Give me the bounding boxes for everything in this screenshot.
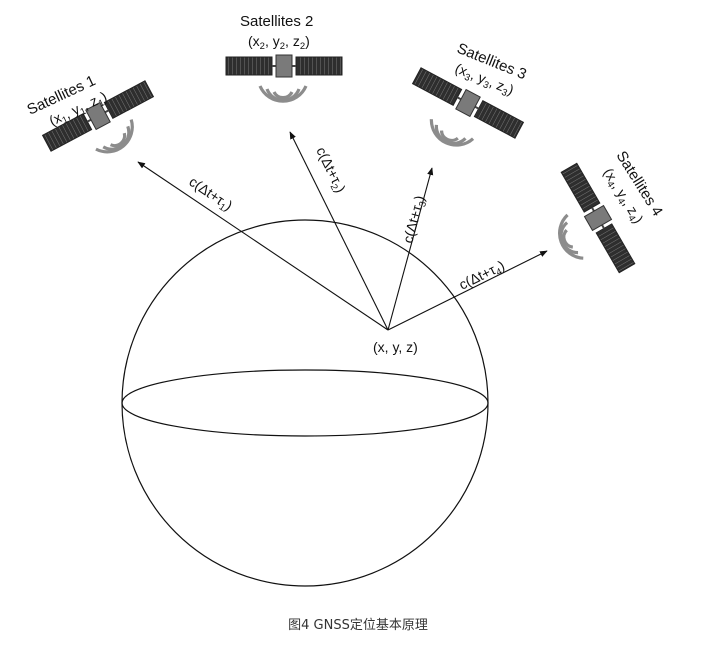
satellite-3-coord: (x3, y3, z3): [452, 60, 516, 101]
satellite-2-coord: (x2, y2, z2): [248, 33, 310, 52]
signal-waves-icon: [258, 84, 308, 103]
signal-line-3: [387, 167, 434, 331]
sphere-outline: [121, 219, 489, 587]
satellite-4: [551, 161, 638, 275]
signal-line-1: [137, 161, 389, 331]
satellite-2-name: Satellites 2: [240, 13, 313, 30]
range-label-1: c(Δt+τ1): [185, 173, 236, 216]
signal-lines: [137, 131, 548, 331]
satellite-2-icon: [225, 54, 343, 78]
range-label-4: c(Δt+τ4): [456, 257, 508, 295]
equator-ellipse: [121, 369, 489, 437]
earth-sphere: [121, 219, 489, 587]
receiver-label: (x, y, z): [373, 339, 418, 355]
signal-line-4: [387, 250, 548, 331]
range-label-3: c(Δt+τ3): [399, 194, 430, 246]
figure-caption: 图4 GNSS定位基本原理: [288, 618, 428, 633]
gnss-diagram: Satellites 1 Satellites 2 Satellites 3 S…: [25, 13, 666, 587]
signal-line-2: [289, 131, 389, 331]
signal-waves-icon: [551, 213, 585, 265]
range-label-2: c(Δt+τ2): [311, 144, 349, 196]
satellite-4-icon: [558, 161, 638, 275]
satellite-1-coord: (x1, y1, z1): [47, 88, 111, 131]
satellite-2: [225, 54, 343, 103]
signal-waves-icon: [423, 117, 475, 155]
